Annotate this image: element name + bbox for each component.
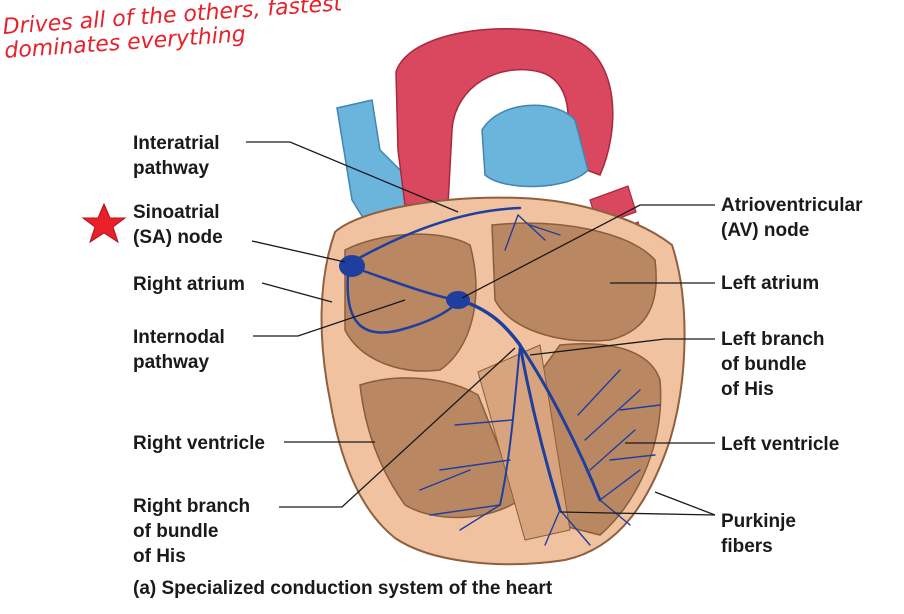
pulmonary-trunk	[481, 104, 589, 188]
label-left-bundle-branch: Left branch of bundle of His	[721, 329, 825, 400]
interatrial-pathway-fiber	[350, 206, 522, 264]
label-sinoatrial-node: Sinoatrial (SA) node	[133, 202, 223, 248]
label-right-bundle-branch: Right branch of bundle of His	[133, 496, 251, 567]
left-atrium-chamber	[491, 222, 657, 342]
label-right-ventricle: Right ventricle	[133, 433, 265, 454]
label-internodal-pathway: Internodal pathway	[133, 327, 225, 373]
left-bundle-branch	[518, 343, 602, 502]
leader-lines	[246, 141, 716, 516]
label-left-atrium: Left atrium	[721, 273, 820, 294]
internodal-pathway-fiber-lower	[346, 273, 460, 334]
internodal-pathway-fiber-upper	[353, 266, 457, 302]
label-right-atrium: Right atrium	[133, 274, 245, 295]
purkinje-fiber-network	[419, 214, 661, 546]
label-purkinje-fibers: Purkinje fibers	[721, 511, 796, 557]
label-interatrial-pathway: Interatrial pathway	[133, 133, 220, 179]
figure-caption: (a) Specialized conduction system of the…	[133, 578, 553, 599]
sa-node	[339, 255, 365, 277]
label-atrioventricular-node: Atrioventricular (AV) node	[721, 195, 863, 241]
conduction-system	[346, 206, 661, 546]
label-left-ventricle: Left ventricle	[721, 434, 840, 455]
star-icon	[81, 202, 127, 244]
septal-branch	[499, 344, 521, 506]
av-node	[446, 291, 470, 309]
aorta	[395, 27, 614, 206]
heart-chambers	[344, 222, 662, 536]
right-bundle-branch	[518, 343, 562, 512]
right-ventricle-chamber	[359, 377, 521, 519]
